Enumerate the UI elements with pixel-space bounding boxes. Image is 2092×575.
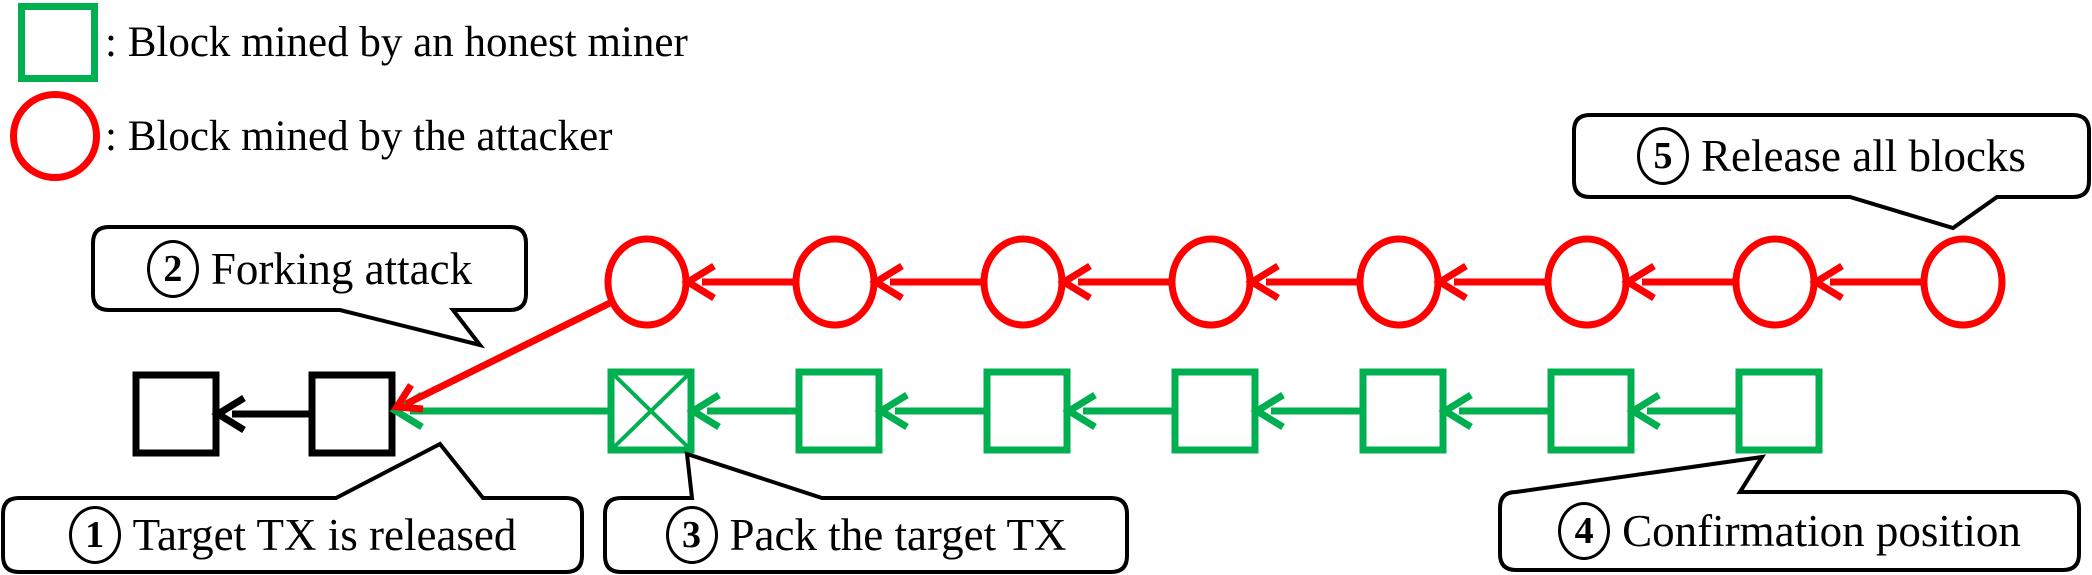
honest-block-square bbox=[1359, 368, 1447, 454]
callout-4-number-icon: 4 bbox=[1558, 502, 1611, 560]
attacker-chain-arrowhead bbox=[1057, 263, 1092, 301]
callout-3-label: Pack the target TX bbox=[729, 510, 1067, 560]
fork-attack-arrowhead bbox=[390, 383, 424, 413]
honest-block-square bbox=[1171, 368, 1259, 454]
target-tx-block bbox=[607, 368, 695, 454]
attacker-block-circle bbox=[792, 235, 878, 329]
legend-honest-label-text: : Block mined by an honest miner bbox=[105, 18, 688, 66]
honest-block-square bbox=[983, 368, 1071, 454]
callout-release-all-blocks: 5 Release all blocks bbox=[1574, 115, 2089, 197]
attacker-chain-arrowhead bbox=[1809, 263, 1844, 301]
callout-2-label: Forking attack bbox=[210, 243, 473, 294]
honest-chain-arrowhead bbox=[1438, 392, 1473, 430]
prefork-block-square bbox=[132, 371, 220, 457]
fork-attack-arrow bbox=[404, 298, 614, 408]
legend-attacker-label: : Block mined by the attacker bbox=[105, 104, 612, 168]
legend-attacker-block-icon bbox=[10, 91, 100, 181]
attacker-chain-arrowhead bbox=[1621, 263, 1656, 301]
honest-chain bbox=[389, 368, 1823, 454]
honest-chain-arrowhead bbox=[874, 392, 909, 430]
honest-chain-arrowhead bbox=[1250, 392, 1285, 430]
callout-1-bubble bbox=[1, 441, 584, 574]
honest-chain-arrowhead bbox=[1062, 392, 1097, 430]
legend-attacker-label-text: : Block mined by the attacker bbox=[105, 112, 613, 160]
callout-5-bubble bbox=[1572, 113, 2091, 231]
attacker-chain-arrowhead bbox=[681, 263, 716, 301]
attacker-block-circle bbox=[1356, 235, 1442, 329]
prefork-chain-arrowhead bbox=[211, 395, 246, 433]
legend-honest-label: : Block mined by an honest miner bbox=[105, 10, 688, 74]
honest-block-square bbox=[1735, 368, 1823, 454]
prefork-block-square bbox=[308, 371, 396, 457]
attacker-block-circle bbox=[1732, 235, 1818, 329]
callout-1-number-icon: 1 bbox=[68, 506, 121, 564]
attacker-chain-arrowhead bbox=[869, 263, 904, 301]
callout-confirmation-position: 4 Confirmation position bbox=[1500, 492, 2079, 570]
attacker-block-circle bbox=[604, 235, 690, 329]
callout-4-bubble bbox=[1498, 454, 2081, 572]
callout-3-number-icon: 3 bbox=[665, 506, 718, 564]
callout-2-number-icon: 2 bbox=[146, 239, 199, 298]
honest-block-square bbox=[795, 368, 883, 454]
attacker-chain-arrowhead bbox=[1245, 263, 1280, 301]
attacker-block-circle bbox=[1168, 235, 1254, 329]
pre-fork-chain bbox=[132, 371, 396, 457]
legend-honest-block-icon bbox=[18, 3, 98, 82]
target-tx-cross bbox=[609, 370, 693, 452]
honest-block-square bbox=[1547, 368, 1635, 454]
callout-3-bubble bbox=[603, 451, 1129, 574]
callout-pack-target-tx: 3 Pack the target TX bbox=[605, 498, 1127, 572]
attacker-chain bbox=[390, 235, 2006, 413]
attacker-block-circle bbox=[1544, 235, 1630, 329]
callout-forking-attack: 2 Forking attack bbox=[93, 227, 526, 310]
honest-chain-arrowhead bbox=[686, 392, 721, 430]
attacker-chain-arrowhead bbox=[1433, 263, 1468, 301]
callout-5-number-icon: 5 bbox=[1637, 127, 1690, 185]
attacker-block-circle bbox=[980, 235, 1066, 329]
callout-target-tx-released: 1 Target TX is released bbox=[3, 498, 582, 572]
callout-2-bubble bbox=[91, 225, 528, 349]
attacker-block-circle bbox=[1920, 235, 2006, 329]
callout-5-label: Release all blocks bbox=[1701, 131, 2026, 181]
callout-1-label: Target TX is released bbox=[132, 510, 517, 560]
callout-4-label: Confirmation position bbox=[1622, 506, 2021, 556]
honest-chain-arrowhead bbox=[1626, 392, 1661, 430]
